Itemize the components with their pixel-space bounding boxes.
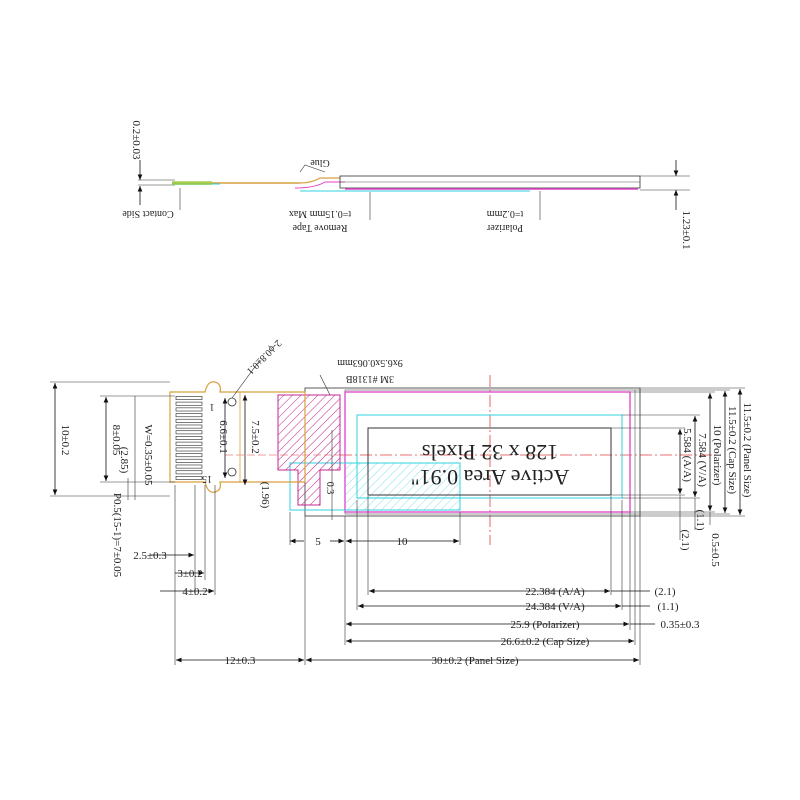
polarizer-thickness-label: t=0.2mm xyxy=(487,208,524,219)
dim-ref-1-1: (1.1) xyxy=(657,601,678,613)
fpc-thickness-label: 0.2±0.03 xyxy=(130,120,142,160)
dim-cap: 26.6±0.2 (Cap Size) xyxy=(501,636,590,648)
pin-15-label: 15 xyxy=(202,473,212,484)
right-dim-va: 7.584 (V/A) xyxy=(696,433,708,487)
dim-10: 10 xyxy=(397,536,409,548)
stiffener-line2: 9x6.5x0.063mm xyxy=(337,357,403,368)
fpc-pin xyxy=(175,407,203,412)
active-area-outline xyxy=(367,427,612,496)
fpc-pin xyxy=(175,470,203,475)
resolution-label: 128 x 32 Pixels xyxy=(422,440,558,465)
fpc-slit-label: 0.3 xyxy=(324,482,335,495)
fpc-contact-pins xyxy=(175,396,203,480)
dim-5: 5 xyxy=(315,536,321,548)
fpc-pin xyxy=(175,430,203,435)
hole-dim-label: 2-ϕ0.8±0.1 xyxy=(244,337,283,376)
polarizer-label: Polarizer xyxy=(486,222,523,233)
fpc-pin xyxy=(175,453,203,458)
dim-pol: 25.9 (Polarizer) xyxy=(510,619,579,631)
stiffener-tape xyxy=(277,394,341,506)
dim-4: 4±0.2 xyxy=(182,586,207,598)
right-dim-0-5: 0.5±0.5 xyxy=(709,533,721,567)
dim-0-35: 0.35±0.3 xyxy=(660,619,700,631)
remove-tape-label: Remove Tape xyxy=(292,222,347,233)
pin-width-label: W=0.35±0.05 xyxy=(142,424,154,486)
fpc-ref-label: (1.96) xyxy=(259,482,271,509)
right-dim-pol: 10 (Polarizer) xyxy=(711,425,723,486)
tape-thickness-label: t=0.15mm Max xyxy=(289,208,351,219)
fpc-outline xyxy=(169,381,306,493)
fpc-pin xyxy=(175,424,203,429)
dim-va: 24.384 (V/A) xyxy=(525,601,585,613)
dim-ref-2-1: (2.1) xyxy=(654,586,675,598)
right-dim-aa: 5.584 (A/A) xyxy=(681,428,693,482)
bottom-dimensions: 2.5±0.3 3±0.2 4±0.2 5 10 22.384 (A/A) (2… xyxy=(133,485,700,667)
dim-2-5: 2.5±0.3 xyxy=(133,550,167,562)
front-view: Active Area 0.91" 128 x 32 Pixels 3M #13… xyxy=(50,337,720,578)
pin-1-label: 1 xyxy=(210,401,215,412)
fpc-step-label: 7.5±0.2 xyxy=(249,420,261,454)
pitch-label: P0.5(15-1)=7±0.05 xyxy=(111,493,123,578)
right-dimensions: 11.5±0.2 (Panel Size) 11.5±0.2 (Cap Size… xyxy=(611,387,753,567)
fpc-pin xyxy=(175,458,203,463)
fpc-pin xyxy=(175,413,203,418)
panel-thickness-label: 1.23±0.1 xyxy=(680,210,692,249)
dim-12: 12±0.3 xyxy=(225,655,256,667)
fpc-total-height: 10±0.2 xyxy=(59,425,71,456)
fpc-pin xyxy=(175,476,203,480)
right-dim-panel: 11.5±0.2 (Panel Size) xyxy=(741,403,753,498)
active-area-title: Active Area 0.91" xyxy=(411,465,570,490)
side-view: 0.2±0.03 1.23±0.1 Glue Contact Side t=0.… xyxy=(122,120,692,249)
contact-side-label: Contact Side xyxy=(122,208,174,219)
offset-ref-label: (2.85) xyxy=(118,447,130,474)
fpc-pin xyxy=(175,436,203,440)
right-dim-ref-2-1: (2.1) xyxy=(679,529,691,550)
fpc-pin xyxy=(175,401,203,406)
fpc-pin xyxy=(175,396,203,400)
fpc-width-label: 6.6±0.1 xyxy=(217,420,229,454)
fpc-pin xyxy=(175,464,203,469)
pin-span-label: 8±0.05 xyxy=(110,425,122,456)
dim-aa: 22.384 (A/A) xyxy=(525,586,585,598)
polarizer-outline xyxy=(344,391,631,513)
fpc-pin xyxy=(175,441,203,446)
right-dim-ref-1-1: (1.1) xyxy=(694,509,706,530)
dim-3: 3±0.2 xyxy=(177,568,202,580)
glue-label: Glue xyxy=(310,157,330,168)
visual-area-outline xyxy=(356,414,623,499)
right-dim-cap: 11.5±0.2 (Cap Size) xyxy=(726,406,738,494)
fpc-pin xyxy=(175,447,203,452)
stiffener-line1: 3M #1318B xyxy=(346,373,394,384)
dim-panel: 30±0.2 (Panel Size) xyxy=(432,655,519,667)
fpc-pin xyxy=(175,418,203,423)
